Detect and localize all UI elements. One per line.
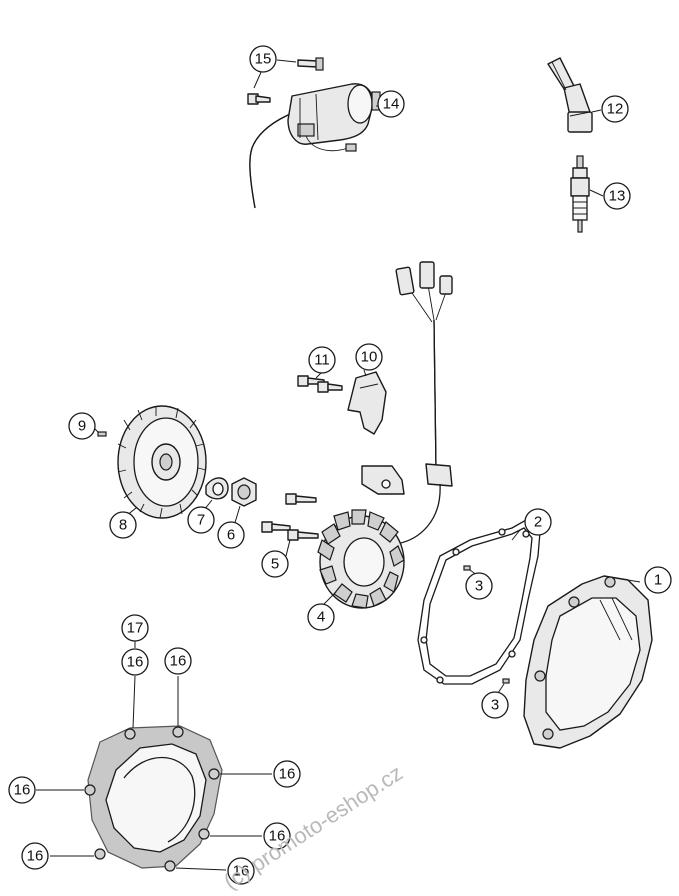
callout-16-lower-left: 16 (21, 842, 49, 870)
callout-14: 14 (377, 90, 405, 118)
spark-plug-cap (547, 57, 593, 133)
stator-wiring-harness (395, 261, 453, 545)
lock-washer (205, 477, 229, 500)
stator-bolt-b (261, 521, 291, 533)
svg-text:10: 10 (361, 349, 378, 366)
coil-bolt-upper (297, 57, 324, 71)
callout-8: 8 (109, 511, 137, 539)
dowel-pin-upper (463, 565, 471, 571)
cover-rear-view (84, 725, 223, 872)
svg-text:16: 16 (279, 766, 296, 783)
svg-text:5: 5 (271, 556, 279, 573)
svg-text:15: 15 (255, 51, 272, 68)
callout-16-right: 16 (273, 760, 301, 788)
svg-text:2: 2 (534, 514, 542, 531)
callout-3-upper: 3 (465, 572, 493, 600)
dowel-pin-lower (502, 678, 510, 684)
ignition-coil (249, 83, 381, 209)
svg-text:16: 16 (170, 653, 187, 670)
rotor-nut (231, 477, 257, 507)
callout-16-left: 16 (8, 776, 36, 804)
svg-text:13: 13 (609, 188, 626, 205)
stator (317, 509, 405, 609)
stator-bolt-a (285, 493, 317, 505)
callout-7: 7 (187, 506, 215, 534)
callout-5: 5 (261, 550, 289, 578)
callout-1: 1 (644, 566, 672, 594)
callout-17: 17 (121, 614, 149, 642)
svg-text:4: 4 (317, 609, 325, 626)
svg-text:3: 3 (475, 578, 483, 595)
svg-text:1: 1 (654, 572, 662, 589)
svg-text:12: 12 (607, 101, 624, 118)
callout-16-lower-right: 16 (263, 822, 291, 850)
svg-text:16: 16 (127, 654, 144, 671)
callout-4: 4 (307, 603, 335, 631)
callout-10: 10 (355, 343, 383, 371)
svg-text:6: 6 (227, 527, 235, 544)
callout-15: 15 (249, 45, 277, 73)
svg-text:17: 17 (127, 620, 144, 637)
spark-plug (570, 155, 590, 233)
callout-16-top-left: 16 (121, 648, 149, 676)
stator-bolt-c (287, 529, 319, 541)
svg-text:16: 16 (14, 782, 31, 799)
callout-3-lower: 3 (481, 691, 509, 719)
svg-text:9: 9 (78, 418, 86, 435)
svg-text:11: 11 (314, 352, 330, 369)
svg-text:16: 16 (27, 848, 44, 865)
callout-13: 13 (603, 182, 631, 210)
crank-sensor-block (361, 465, 405, 495)
callout-16-top-right: 16 (164, 647, 192, 675)
svg-text:16: 16 (233, 863, 250, 880)
flywheel-rotor (117, 405, 207, 519)
svg-text:7: 7 (197, 512, 205, 529)
callout-12: 12 (601, 95, 629, 123)
callout-6: 6 (217, 521, 245, 549)
svg-text:8: 8 (119, 517, 127, 534)
svg-text:3: 3 (491, 697, 499, 714)
rotor-key (97, 431, 107, 437)
svg-text:14: 14 (383, 96, 400, 113)
callout-2: 2 (524, 508, 552, 536)
sensor-bolt-b (317, 381, 343, 393)
callout-11: 11 (308, 346, 336, 374)
cover-gasket (417, 519, 541, 685)
callout-16-bottom: 16 (227, 857, 255, 885)
callout-9: 9 (68, 412, 96, 440)
ignition-cover (523, 575, 653, 749)
svg-text:16: 16 (269, 828, 286, 845)
watermark-text: (c) promoto-eshop.cz (219, 760, 407, 894)
pickup-sensor (347, 371, 387, 435)
coil-bolt-lower (247, 93, 271, 105)
